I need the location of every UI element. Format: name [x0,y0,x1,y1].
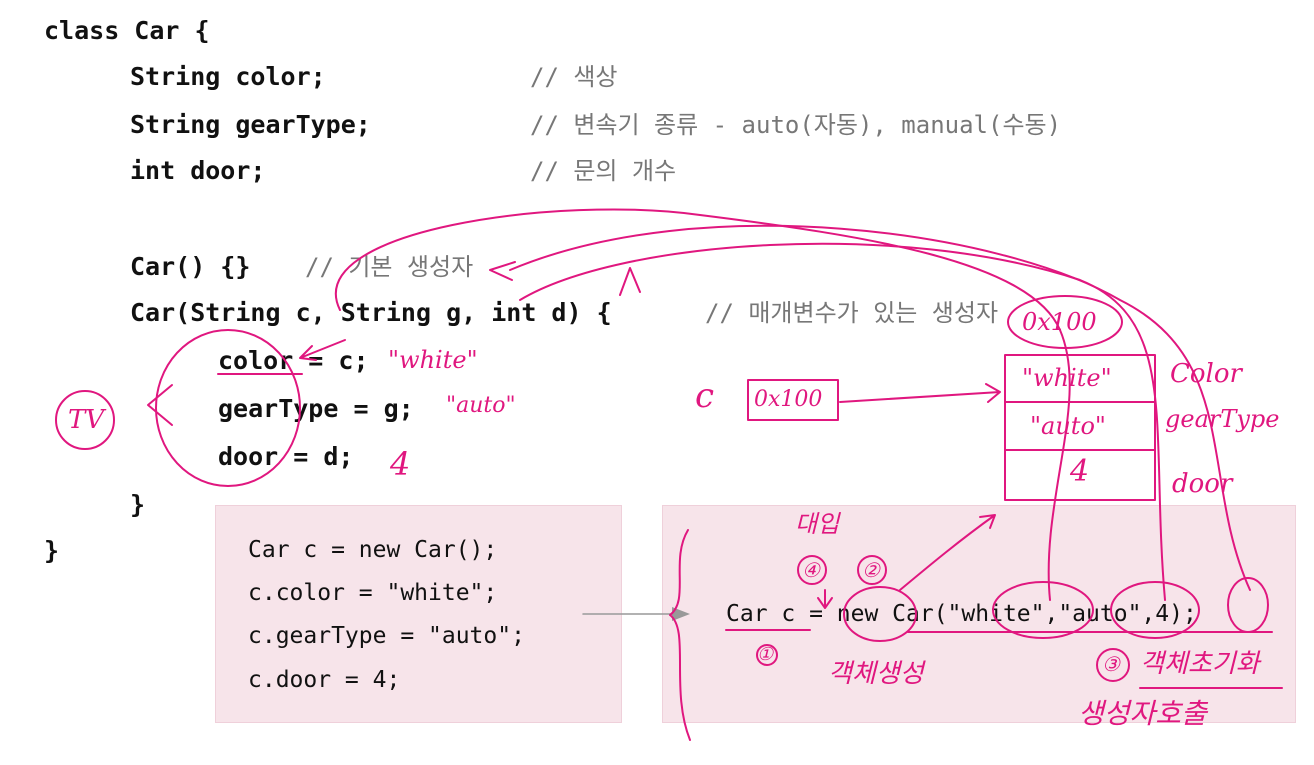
assign-door: door = d; [218,442,354,471]
comment-color: // 색상 [530,63,618,91]
comment-param-constructor: // 매개변수가 있는 생성자 [705,299,999,327]
c-to-color-arrow [299,339,346,361]
label-door: door [1172,469,1233,499]
assign-color: color = c; [218,346,369,375]
tv-circle [55,390,115,450]
top-arrow-head-2 [619,267,641,296]
white-circle [992,581,1094,639]
box-arrow-head [672,607,690,621]
step4-circle [797,555,827,585]
tv-bracket [147,384,173,426]
left-brace [669,529,691,741]
ctor-arc-3 [509,224,1251,591]
tv-label: TV [68,405,105,435]
step-4: ④ [802,558,820,582]
step3-circle [1096,648,1130,682]
value-white: "white" [388,346,478,374]
object-address-circle [1007,295,1123,349]
snippet-line-2: c.color = "white"; [248,580,498,606]
ctor-param-arc [335,208,1071,601]
comment-default-constructor: // 기본 생성자 [305,253,474,281]
value-auto: "auto" [446,393,516,418]
ref-address-box [747,379,839,421]
step-2: ② [862,558,880,582]
snippet-line-1: Car c = new Car(); [248,537,498,563]
snippet-line-4: c.door = 4; [248,667,401,693]
create-object-label: 객체생성 [828,659,924,689]
field-door: int door; [130,156,266,185]
object-four: 4 [1070,454,1090,489]
new-to-object-arrow [899,514,996,591]
label-geartype: gearType [1165,405,1280,433]
top-arrow-head [489,261,516,281]
default-constructor: Car() {} [130,252,251,281]
assign-field-circle [155,329,301,487]
constructor-close-brace: } [130,490,146,519]
assign-geartype: gearType = g; [218,394,414,423]
class-close-brace: } [44,536,60,565]
comment-geartype: // 변속기 종류 - auto(자동), manual(수동) [530,111,1062,139]
param-constructor: Car(String c, String g, int d) { [130,298,612,327]
ref-to-object-arrow [839,383,1001,403]
assign-word: 대입 [795,510,840,538]
field-geartype: String gearType; [130,110,371,139]
ref-variable-c: c [695,376,715,416]
auto-circle [1110,581,1200,639]
init-object-label: 객체초기화 [1140,649,1260,679]
value-four: 4 [390,445,411,483]
step1-circle [756,644,778,666]
comment-door: // 문의 개수 [530,157,677,185]
step2-circle [857,555,887,585]
constructor-call-box [662,505,1296,723]
ctor-arc-2 [519,242,1166,601]
class-declaration: class Car { [44,16,210,45]
step-3: ③ [1102,652,1120,676]
object-box [1004,354,1156,501]
new-circle [843,586,917,642]
object-auto: "auto" [1030,412,1106,440]
ref-address: 0x100 [754,387,823,412]
four-down-arrow [817,589,833,609]
label-color: Color [1170,359,1242,389]
field-color: String color; [130,62,326,91]
object-white: "white" [1022,364,1112,392]
step-1: ① [757,644,774,665]
object-address: 0x100 [1022,308,1097,336]
call-constructor-label: 생성자호출 [1078,697,1207,730]
snippet-line-3: c.gearType = "auto"; [248,623,525,649]
separate-assignment-box [215,505,622,723]
constructor-call-line: Car c = new Car("white","auto",4); [726,601,1197,627]
